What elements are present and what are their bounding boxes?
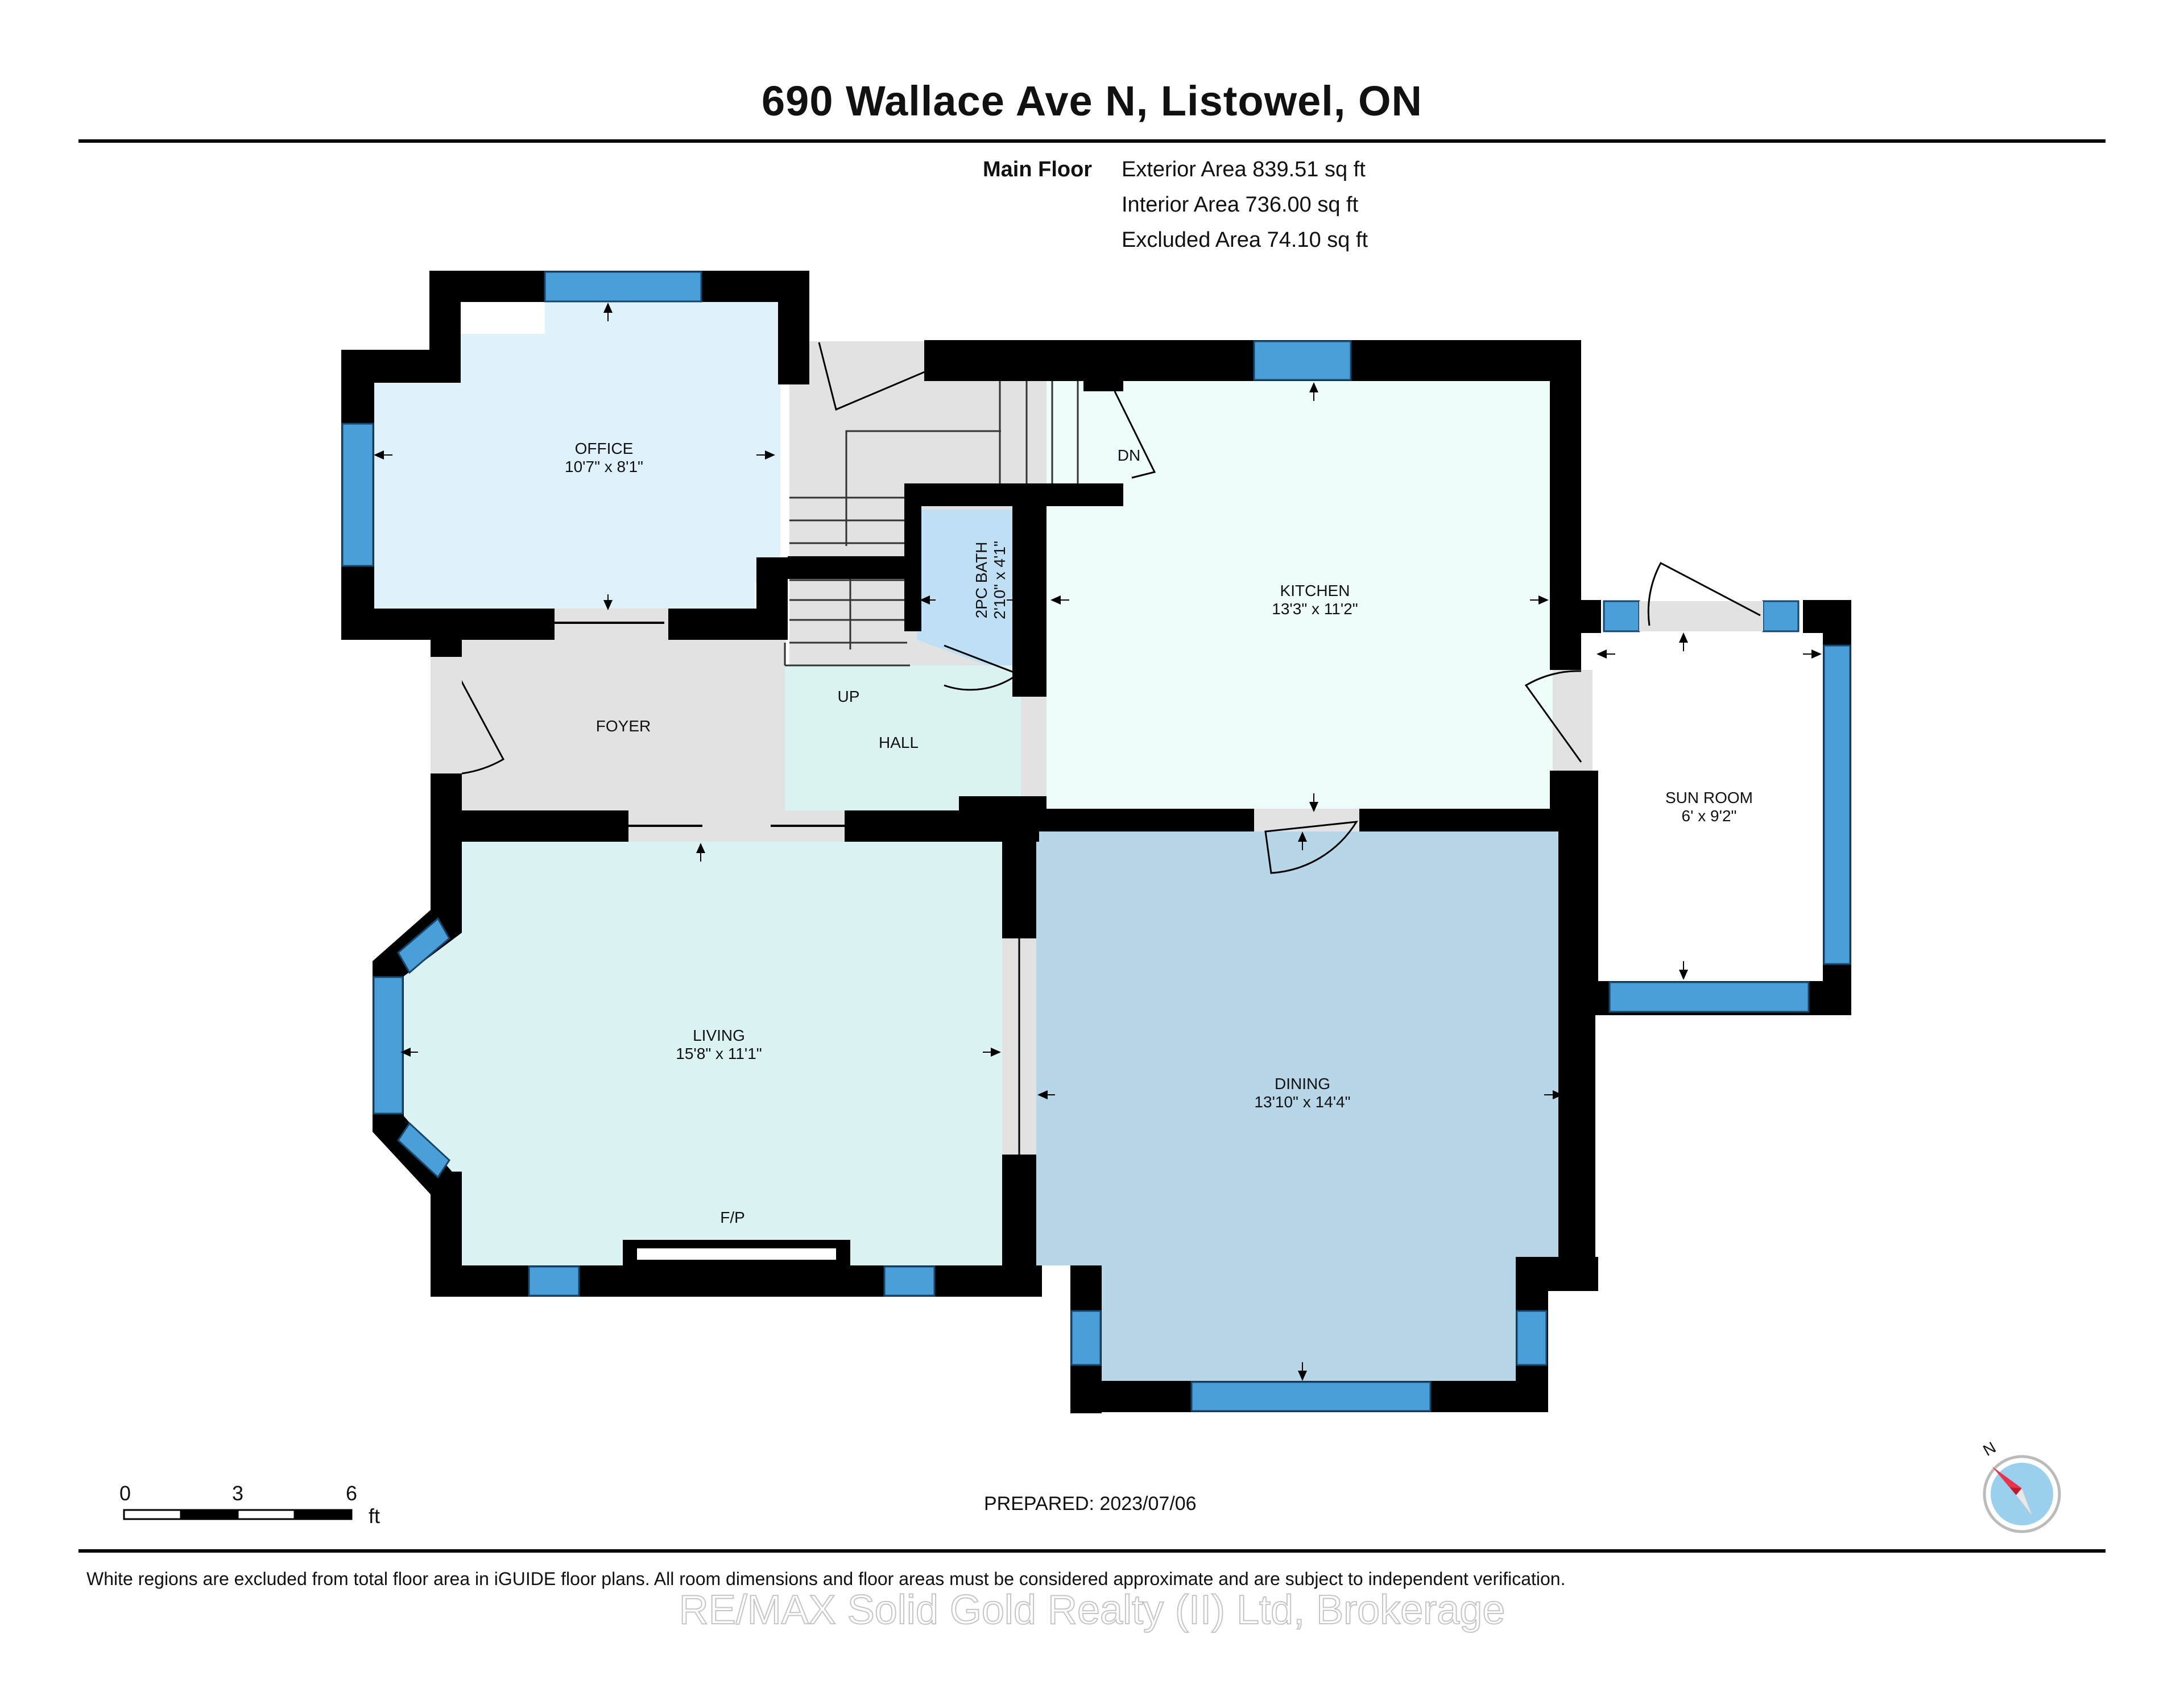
scale-label-6: 6 [346,1482,358,1505]
room-fills [371,301,1826,1382]
office-fill [371,301,780,609]
foyer-label: FOYER [596,717,651,735]
sunroom-fill [1592,631,1826,984]
interior-area: Interior Area 736.00 sq ft [1122,193,1359,217]
north-wall [924,340,1579,381]
office-window-top [544,271,702,303]
watermark: RE/MAX Solid Gold Realty (II) Ltd, Broke… [679,1587,1506,1633]
excluded-area: Excluded Area 74.10 sq ft [1122,228,1368,252]
stair-door [818,342,930,411]
dining-dims: 13'10" x 14'4" [1254,1093,1350,1111]
living-fill [403,841,1002,1265]
sunroom-window-bottom [1608,981,1810,1013]
bath-label: 2PC BATH [973,542,990,619]
title-divider [78,139,2106,143]
sunroom-label: SUN ROOM [1665,789,1753,806]
living-window-w [373,976,404,1115]
bath-door [944,644,1020,691]
stair-landing-wall [1083,340,1123,391]
sunroom-top-door [1647,561,1761,626]
compass-icon [1983,1455,2061,1533]
sunroom-wall-top-left [1581,600,1601,633]
hall-label: HALL [879,734,919,751]
floor-name: Main Floor [983,158,1093,181]
sunroom-wall-left-low [1581,771,1598,1015]
dining-door [1264,821,1358,874]
page-title: 690 Wallace Ave N, Listowel, ON [762,77,1422,125]
dining-label: DINING [1275,1075,1330,1093]
fireplace-inner [637,1248,836,1260]
living-window-sw [397,1122,450,1179]
kitchen-fill [1046,380,1554,811]
doors [431,342,1763,1155]
dining-window-w [1070,1310,1102,1366]
living-label: LIVING [693,1027,745,1044]
dining-window-e [1516,1310,1548,1366]
bath-fill [917,510,1024,680]
sunroom-window-right [1823,644,1851,965]
living-window-ne [397,917,450,974]
dining-window-s [1190,1381,1432,1412]
scale-label-3: 3 [232,1482,244,1505]
windows [341,271,1851,1412]
living-dims: 15'8" x 11'1" [676,1045,762,1062]
kitchen-east-wall [1550,340,1581,670]
scale-unit: ft [369,1504,380,1528]
stair-down-door [1114,391,1156,479]
living-dining-wall [1002,830,1036,938]
kitchen-window-top [1253,340,1352,381]
sunroom-window-top1 [1603,600,1640,632]
sunroom-top-opening [1639,601,1763,631]
living-wall-left-top [431,810,462,933]
living-wall-bottom [431,1265,1042,1297]
hall-kitchen-opening [1021,697,1046,796]
kitchen-dims: 13'3" x 11'2" [1272,600,1358,618]
dining-door-opening [1254,809,1359,831]
bath-dims: 2'10" x 4'1" [991,541,1008,619]
footer-divider [78,1549,2106,1553]
stair-up-label: UP [838,688,860,705]
living-window-s1 [528,1265,580,1297]
front-door-jamb [431,657,462,773]
stair-down-label: DN [1118,446,1140,464]
office-label: OFFICE [575,440,634,457]
scale-bar [123,1509,353,1520]
dimension-arrows [374,303,1822,1381]
stairs [784,375,1079,667]
living-dining-wall-low [1002,1155,1036,1297]
sunroom-door-opening [1553,670,1592,771]
foyer-wall-left [431,640,462,657]
kitchen-label: KITCHEN [1280,582,1350,599]
office-dims: 10'7" x 8'1" [565,458,643,475]
hall-fill [785,665,1024,810]
office-window-left [341,423,374,567]
office-wall-right-upper [778,271,809,384]
room-labels: OFFICE 10'7" x 8'1" 2PC BATH 2'10" x 4'1… [565,440,1753,1226]
foyer-fill [462,640,786,810]
scale-label-0: 0 [119,1482,131,1505]
office-door-opening [555,609,668,640]
sunroom-door [1524,670,1582,763]
fireplace-label: F/P [720,1209,745,1226]
exterior-area: Exterior Area 839.51 sq ft [1122,158,1366,181]
front-door [448,658,505,775]
dining-fill [1036,830,1567,1382]
disclaimer: White regions are excluded from total fl… [86,1569,1566,1589]
sunroom-window-top2 [1762,600,1800,632]
living-window-s2 [883,1265,936,1297]
sunroom-dims: 6' x 9'2" [1682,807,1737,825]
stair-wall-low [788,556,907,579]
prepared-date: PREPARED: 2023/07/06 [984,1493,1197,1515]
